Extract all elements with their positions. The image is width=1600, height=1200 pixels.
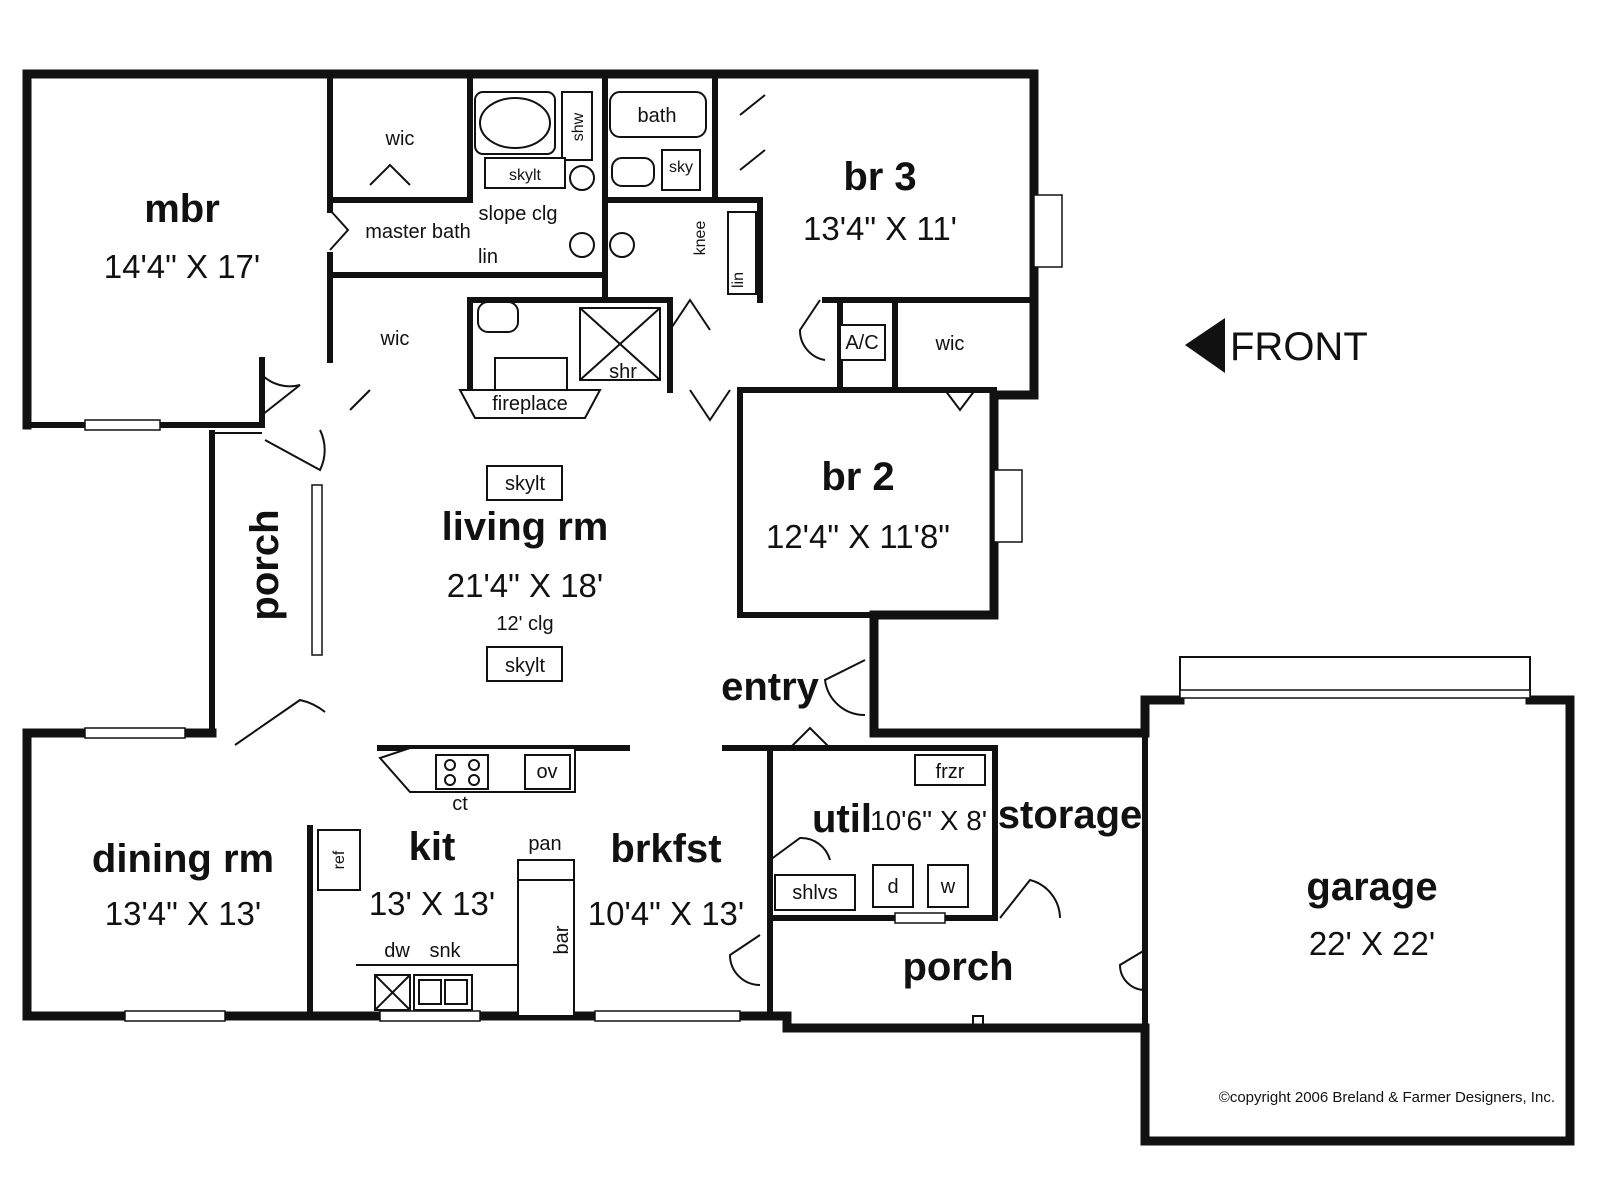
front-arrow-icon <box>1185 318 1225 373</box>
room-name-dining: dining rm <box>92 837 274 881</box>
shelves <box>774 874 856 911</box>
sink-icon <box>569 232 595 258</box>
living-ceiling-note: 12' clg <box>496 613 553 635</box>
label-slope-clg: slope clg <box>479 203 558 225</box>
fixture-labels: wic wic wic master bath bath shw skylt s… <box>331 105 965 962</box>
room-labels: mbr 14'4" X 17' br 3 13'4" X 11' br 2 12… <box>92 155 1438 989</box>
refrigerator <box>317 829 361 891</box>
linen-closet <box>727 211 757 295</box>
oven <box>524 754 571 790</box>
label-ref: ref <box>331 850 348 869</box>
label-skylt-top: skylt <box>505 473 545 495</box>
room-dim-kit: 13' X 13' <box>369 885 495 922</box>
label-ac: A/C <box>845 332 878 354</box>
room-name-entry: entry <box>721 665 820 709</box>
label-skylt-bath: skylt <box>509 167 542 184</box>
room-dim-living: 21'4" X 18' <box>447 567 603 604</box>
label-ov: ov <box>536 761 557 783</box>
label-d: d <box>887 876 898 898</box>
label-wic-mbr-bottom: wic <box>380 328 410 350</box>
label-lin-hall: lin <box>730 272 747 288</box>
label-dw: dw <box>384 940 410 962</box>
label-snk: snk <box>429 940 461 962</box>
room-name-mbr: mbr <box>144 187 220 231</box>
copyright-text: ©copyright 2006 Breland & Farmer Designe… <box>1219 1089 1555 1106</box>
toilet-icon <box>477 301 519 333</box>
room-name-storage: storage <box>998 793 1143 837</box>
label-master-bath: master bath <box>365 221 471 243</box>
room-name-garage: garage <box>1306 865 1437 909</box>
island-bar <box>517 879 575 1017</box>
room-name-porch-rear: porch <box>902 945 1013 989</box>
sky-box <box>661 149 701 191</box>
skylight-living-bottom <box>486 646 563 682</box>
label-sky: sky <box>669 159 693 176</box>
label-skylt-bottom: skylt <box>505 655 545 677</box>
skylight-box <box>484 157 566 189</box>
label-fireplace: fireplace <box>492 393 568 415</box>
room-name-util: util <box>812 797 872 841</box>
room-name-brkfst: brkfst <box>610 827 721 871</box>
bath-tub-2 <box>609 91 707 138</box>
front-label: FRONT <box>1230 325 1368 369</box>
toilet-icon <box>611 157 655 187</box>
label-pan: pan <box>528 833 561 855</box>
dryer <box>872 864 914 908</box>
room-dim-dining: 13'4" X 13' <box>105 895 261 932</box>
washer <box>927 864 969 908</box>
label-bath: bath <box>638 105 677 127</box>
label-bar: bar <box>551 925 573 954</box>
room-dim-brkfst: 10'4" X 13' <box>588 895 744 932</box>
label-shr: shr <box>609 361 637 383</box>
room-dim-br3: 13'4" X 11' <box>803 210 957 247</box>
room-name-porch-left: porch <box>243 509 287 620</box>
label-shw: shw <box>570 112 587 141</box>
room-dim-util: 10'6" X 8' <box>870 805 987 836</box>
room-dim-garage: 22' X 22' <box>1309 925 1435 962</box>
label-w: w <box>940 876 956 898</box>
label-wic-mbr-top: wic <box>385 128 415 150</box>
fixtures <box>317 91 986 1027</box>
label-knee: knee <box>692 221 709 256</box>
interior-walls <box>209 71 1148 1031</box>
shower-master <box>561 91 593 161</box>
room-dim-br2: 12'4" X 11'8" <box>766 518 950 555</box>
doors <box>234 94 1146 991</box>
sink-icon <box>569 165 595 191</box>
pantry <box>517 859 575 881</box>
room-name-br2: br 2 <box>821 455 894 499</box>
label-lin-master: lin <box>478 246 498 268</box>
label-frzr: frzr <box>936 761 965 783</box>
freezer <box>914 754 986 786</box>
sink-icon <box>609 232 635 258</box>
room-name-br3: br 3 <box>843 155 916 199</box>
label-ct: ct <box>452 793 468 815</box>
windows <box>84 194 1531 1022</box>
room-name-kit: kit <box>409 825 456 869</box>
label-shlvs: shlvs <box>792 882 838 904</box>
room-name-living: living rm <box>442 505 609 549</box>
room-dim-mbr: 14'4" X 17' <box>104 248 260 285</box>
cooktop <box>435 754 489 790</box>
skylight-living-top <box>486 465 563 501</box>
ac-box <box>839 324 886 361</box>
label-wic-hall: wic <box>935 333 965 355</box>
